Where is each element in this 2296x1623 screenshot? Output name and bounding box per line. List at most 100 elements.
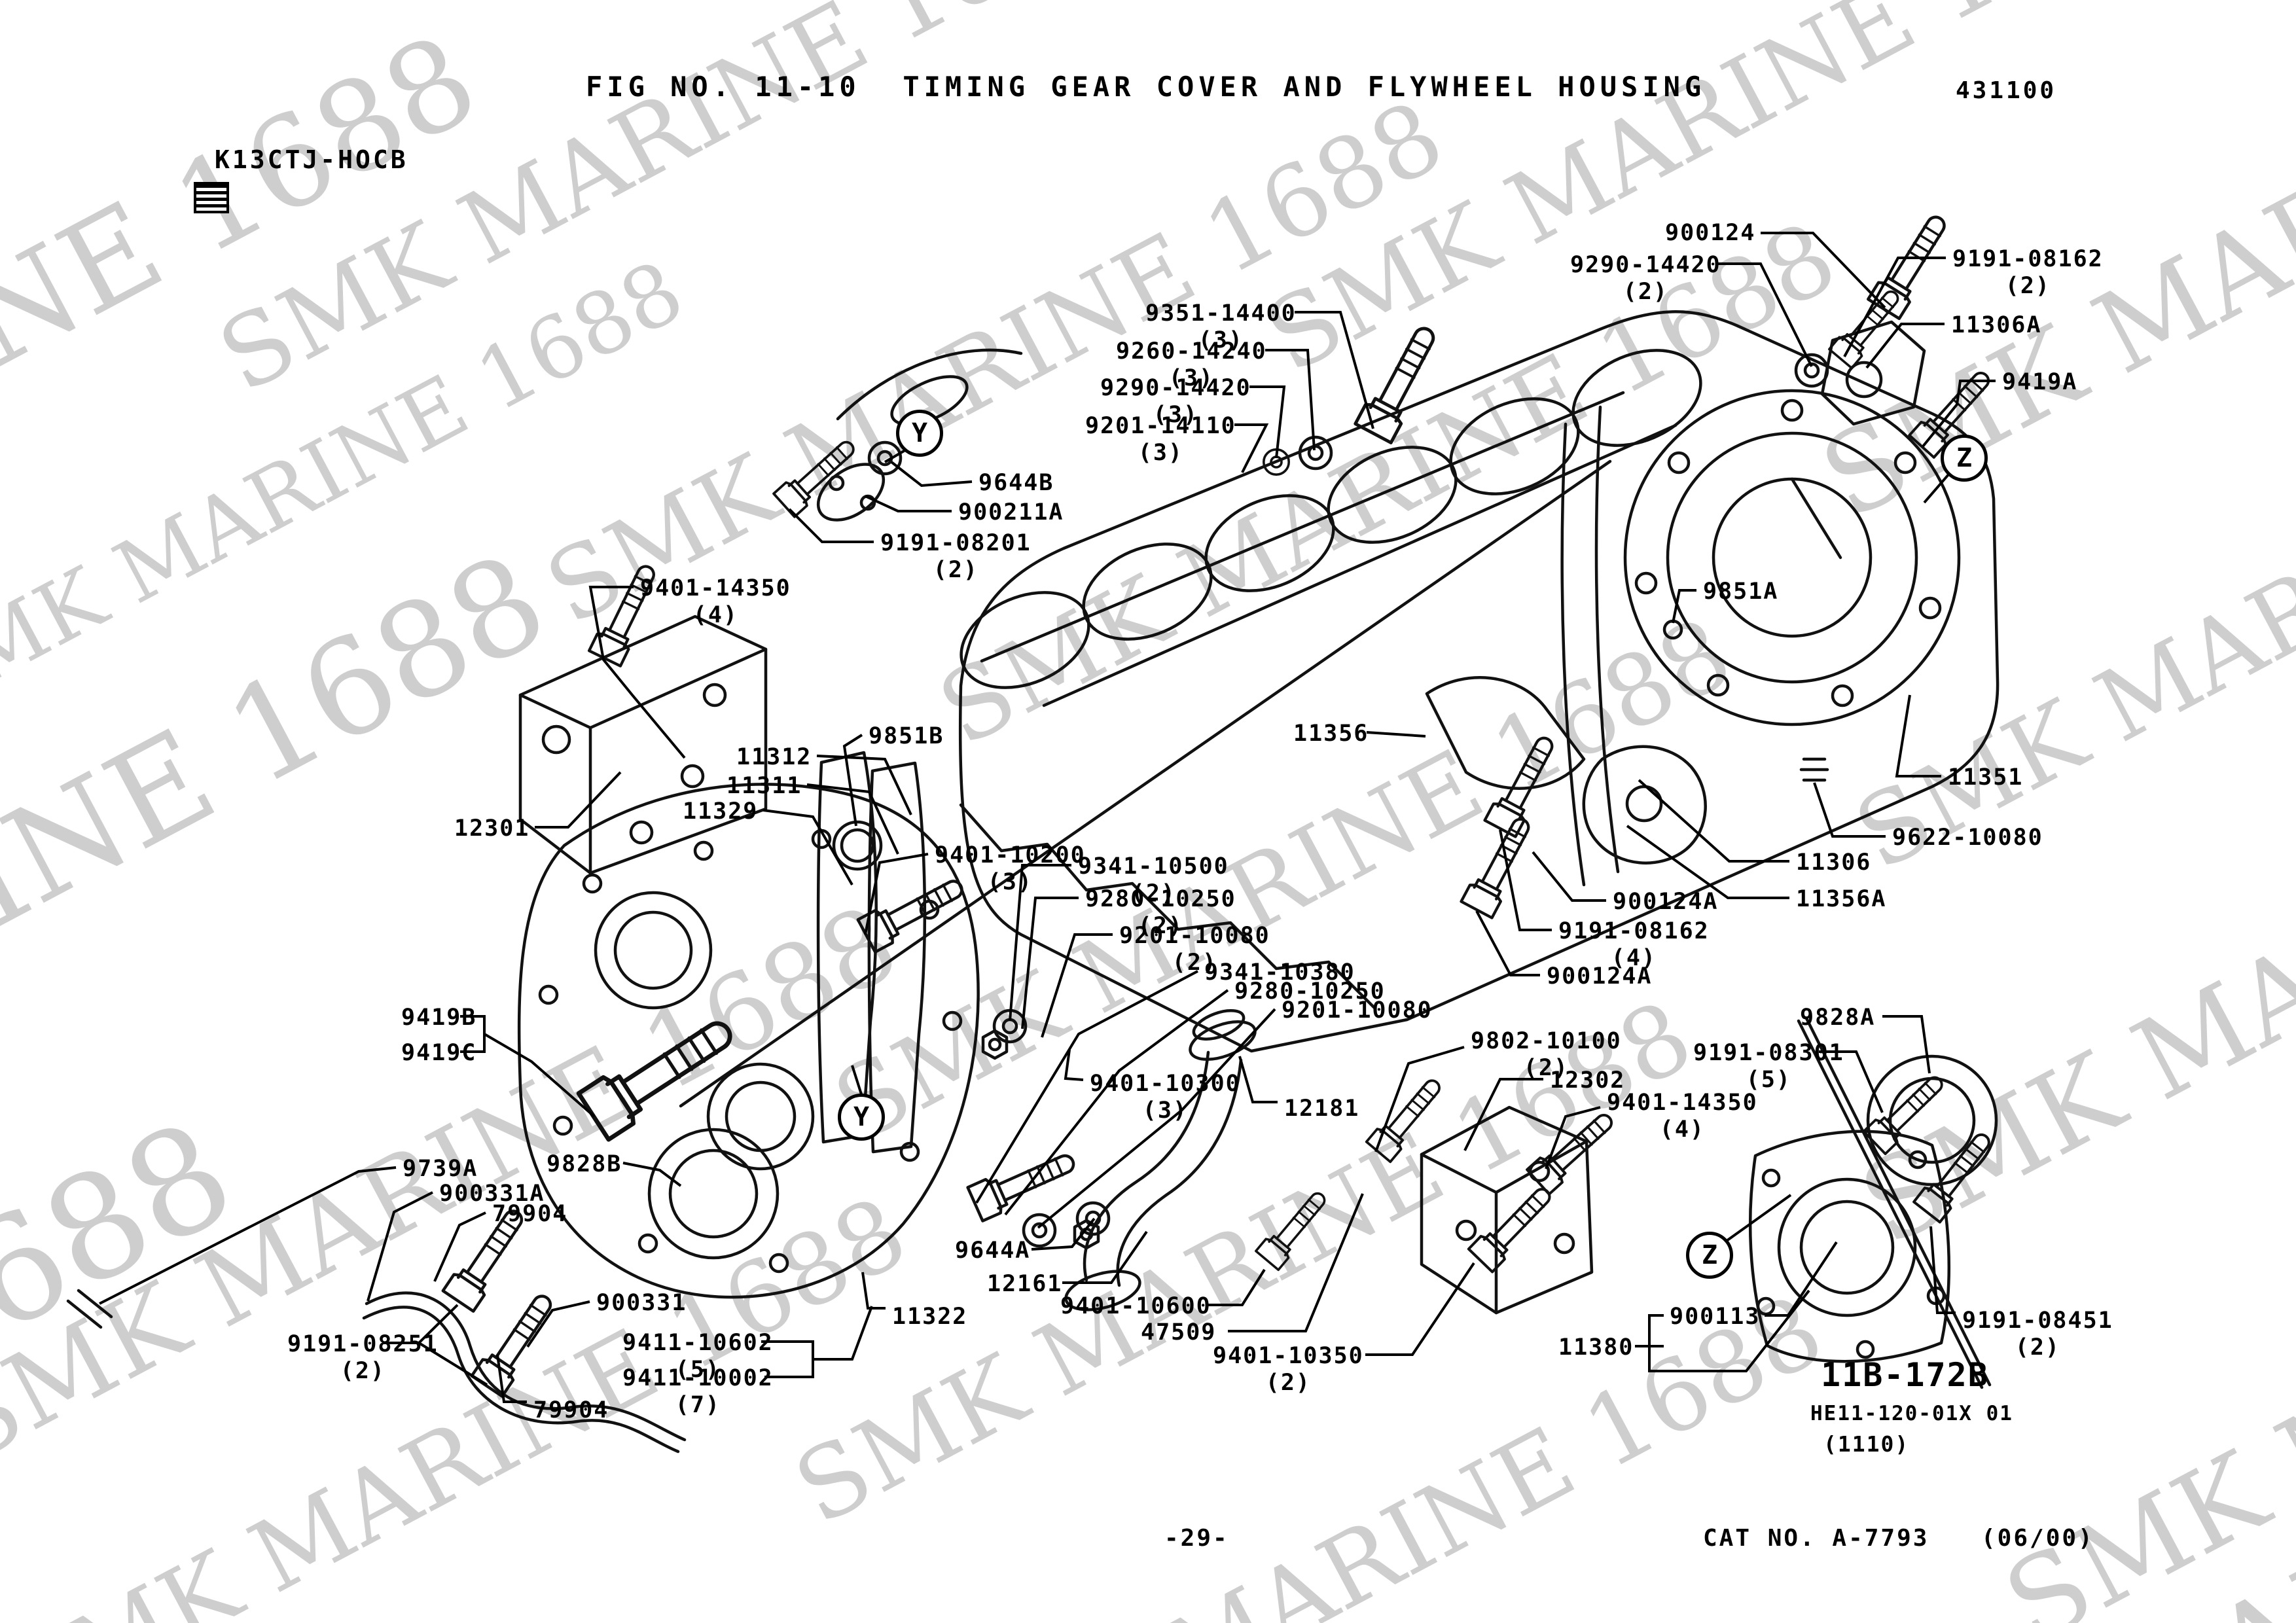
- part-number: 900124: [1665, 220, 1756, 246]
- part-number: 900124A: [1547, 963, 1653, 990]
- part-number: 11380: [1558, 1334, 1634, 1361]
- part-number: 9419A: [2002, 369, 2078, 395]
- leader-line: [1929, 1226, 1956, 1314]
- page-number: -29-: [1164, 1525, 1229, 1552]
- leader-line: [1009, 864, 1071, 1022]
- leader-line: [890, 461, 973, 488]
- part-number: 9290-14420: [1570, 252, 1721, 278]
- leader-line: [1295, 311, 1374, 429]
- print-mark: [194, 182, 229, 213]
- part-label: 11306: [1796, 849, 1871, 876]
- part-label: 9401-10600: [1060, 1293, 1211, 1320]
- leader-line: [1374, 1046, 1465, 1152]
- part-label: 9191-08162(4): [1558, 918, 1710, 972]
- part-number: 9644A: [955, 1238, 1031, 1264]
- part-number: 9201-10080: [1282, 997, 1433, 1024]
- part-label: (1110): [1823, 1431, 1909, 1457]
- part-number: 9351-14400: [1145, 300, 1297, 327]
- part-number: 900331A: [439, 1181, 545, 1207]
- part-quantity: (3): [1198, 327, 1244, 354]
- part-label: 11311: [726, 773, 802, 800]
- part-quantity: (2): [2015, 1334, 2060, 1361]
- part-number: 9401-10300: [1090, 1071, 1241, 1097]
- leader-line: [1813, 782, 1886, 838]
- part-number: 9401-14350: [1607, 1090, 1758, 1116]
- part-label: 900331: [596, 1290, 687, 1317]
- part-number: 79904: [492, 1201, 568, 1227]
- connector-line: [1725, 1194, 1792, 1242]
- part-number: 11356A: [1796, 886, 1887, 912]
- part-quantity: (5): [675, 1357, 721, 1383]
- part-label: 9411-10002(7): [622, 1365, 774, 1419]
- part-label: 11356A: [1796, 886, 1886, 913]
- leader-line: [1037, 1008, 1276, 1229]
- catalog-number: CAT NO. A-7793: [1703, 1525, 1929, 1552]
- part-number: 9739A: [403, 1156, 478, 1182]
- part-number: 9419C: [401, 1040, 477, 1066]
- part-label: 11B-172B: [1821, 1356, 1989, 1395]
- cylinder-block: [679, 310, 2000, 1108]
- part-number: 9828B: [547, 1151, 622, 1177]
- part-label: 9401-14350(4): [640, 575, 791, 630]
- part-number: 9401-10200: [935, 842, 1086, 868]
- leader-line: [1228, 1193, 1364, 1332]
- part-label: 11329: [683, 798, 758, 825]
- part-label: 9411-10602(5): [622, 1330, 774, 1384]
- timing-gear-cover: [517, 783, 980, 1299]
- leader-line: [433, 1211, 486, 1282]
- leader-line: [1366, 731, 1426, 738]
- leader-line: [1638, 779, 1789, 863]
- view-balloon: Z: [1941, 435, 1988, 482]
- leader-line: [1761, 232, 1886, 309]
- part-number: 9411-10002: [622, 1365, 774, 1391]
- part-label: 9419C: [401, 1040, 476, 1067]
- leader-line: [865, 495, 952, 512]
- leader-line: [1062, 1230, 1148, 1284]
- part-number: 11B-172B: [1821, 1356, 1989, 1394]
- part-label: 900124: [1665, 220, 1755, 247]
- part-number: 9201-14110: [1085, 413, 1236, 439]
- part-label: 9290-14420(2): [1570, 252, 1721, 306]
- part-label: 11322: [892, 1304, 967, 1330]
- part-number: 12181: [1284, 1096, 1360, 1122]
- part-label: 11306A: [1951, 312, 2041, 339]
- part-number: 47509: [1141, 1319, 1217, 1346]
- leader-line: [1545, 1106, 1601, 1169]
- leader-line: [1365, 1262, 1475, 1356]
- part-label: 9739A: [403, 1156, 478, 1183]
- part-label: 12161: [987, 1271, 1062, 1298]
- leader-line: [1718, 262, 1813, 367]
- part-number: 9191-08162: [1558, 918, 1710, 944]
- part-label: 9419B: [401, 1005, 476, 1031]
- bracket-12301: [518, 615, 768, 875]
- leader-line: [1672, 589, 1696, 624]
- leader-line: [588, 586, 686, 759]
- part-quantity: (2): [933, 557, 978, 584]
- part-quantity: (5): [1746, 1067, 1791, 1094]
- leader-line: [1865, 323, 1945, 369]
- leader-line: [816, 755, 912, 815]
- leader-line: [1206, 1268, 1266, 1306]
- model-code: K13CTJ-HOCB: [215, 145, 408, 174]
- leader-line: [1895, 694, 1941, 777]
- leader-line: [813, 1306, 873, 1361]
- leader-line: [1031, 1217, 1096, 1251]
- part-number: 9191-08162: [1952, 246, 2104, 272]
- part-quantity: (2): [1623, 279, 1668, 306]
- part-label: 79904: [492, 1201, 567, 1228]
- part-quantity: (2): [1523, 1055, 1569, 1082]
- part-label: 9851B: [869, 723, 944, 750]
- part-quantity: (3): [1168, 365, 1214, 392]
- part-label: 900124A: [1547, 963, 1653, 990]
- bracket-12302: [1420, 1105, 1594, 1315]
- leader-line: [762, 809, 853, 885]
- part-number: 9341-10500: [1078, 853, 1229, 880]
- leader-line: [1499, 829, 1552, 931]
- part-label: 9341-10500(2): [1078, 853, 1229, 908]
- part-label: 900124A: [1613, 889, 1719, 916]
- part-number: 9201-10080: [1119, 923, 1270, 949]
- part-label: 11356: [1293, 721, 1369, 747]
- part-number: 9280-10250: [1234, 978, 1386, 1005]
